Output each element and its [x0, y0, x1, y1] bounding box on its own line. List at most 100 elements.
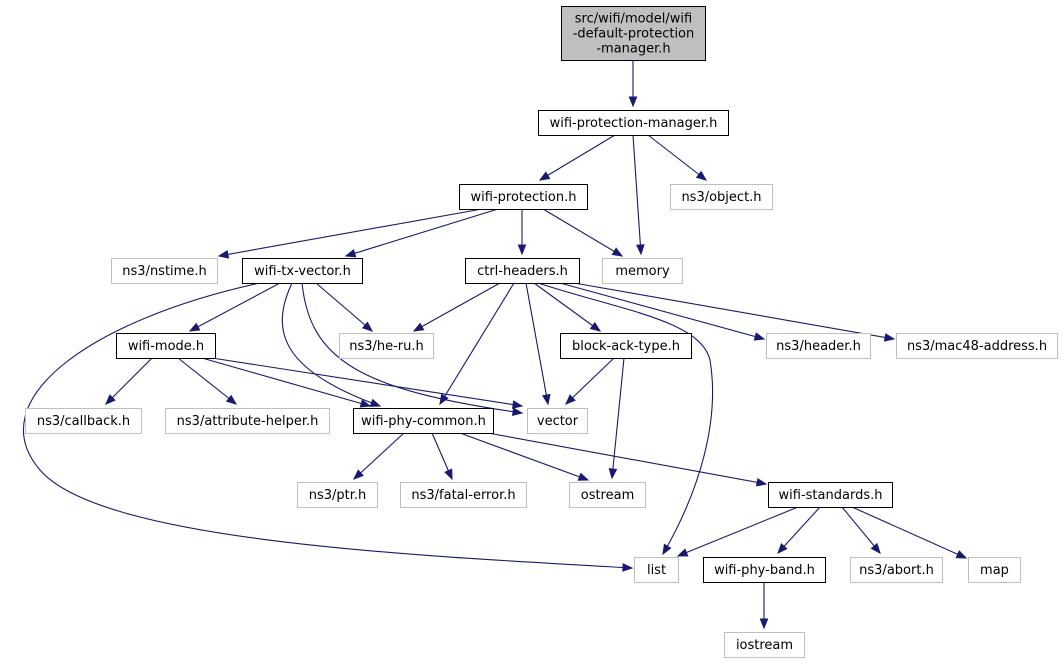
arrowhead-icon: [577, 472, 590, 481]
node-box: [353, 408, 494, 434]
node-label: wifi-tx-vector.h: [254, 264, 351, 279]
edge-wpm-to-memory: [632, 134, 645, 256]
node-phycommon[interactable]: wifi-phy-common.h: [353, 408, 494, 434]
edge-standards-to-abort: [841, 506, 881, 555]
edge-mode-to-vector: [211, 357, 524, 409]
edge-phycommon-to-ostream: [459, 432, 590, 481]
node-box: [850, 557, 943, 583]
edge-root-to-wpm: [628, 60, 638, 108]
node-label: wifi-phy-common.h: [361, 414, 486, 429]
node-fatal: ns3/fatal-error.h: [400, 482, 527, 508]
edge-standards-to-map: [851, 506, 968, 559]
node-box: [602, 258, 683, 284]
node-object: ns3/object.h: [670, 184, 773, 210]
node-label: ctrl-headers.h: [477, 264, 568, 279]
edge-wp-to-txvec: [344, 208, 499, 258]
arrowhead-icon: [608, 468, 618, 480]
node-box: [968, 557, 1021, 583]
arrowhead-icon: [955, 550, 968, 559]
node-root[interactable]: src/wifi/model/wifi-default-protection-m…: [561, 6, 706, 61]
node-label: iostream: [736, 638, 793, 653]
node-wp[interactable]: wifi-protection.h: [459, 184, 588, 210]
arrowhead-icon: [628, 96, 638, 108]
arrowhead-icon: [439, 393, 449, 406]
arrowhead-icon: [753, 332, 766, 341]
edge-wp-to-memory: [542, 208, 624, 257]
node-txvec[interactable]: wifi-tx-vector.h: [242, 258, 363, 284]
node-label: ns3/fatal-error.h: [411, 488, 515, 503]
node-label: map: [980, 563, 1009, 578]
node-label: ns3/abort.h: [859, 563, 934, 578]
edge-mode-to-callback: [105, 357, 153, 405]
node-bat[interactable]: block-ack-type.h: [560, 333, 692, 359]
edge-ctrl-to-heru: [412, 282, 501, 332]
node-label: wifi-mode.h: [128, 339, 204, 354]
node-box: [569, 482, 646, 508]
arrowhead-icon: [565, 394, 576, 405]
node-ctrl[interactable]: ctrl-headers.h: [465, 258, 580, 284]
arrowhead-icon: [217, 250, 230, 259]
arrowhead-icon: [225, 394, 238, 405]
node-label: ns3/he-ru.h: [349, 339, 424, 354]
arrowhead-icon: [517, 244, 527, 256]
arrowhead-icon: [695, 170, 708, 181]
arrowhead-icon: [676, 548, 689, 557]
node-label: wifi-protection-manager.h: [550, 116, 718, 131]
node-abort: ns3/abort.h: [850, 557, 943, 583]
edge-phycommon-to-fatal: [431, 432, 453, 481]
edge-ctrl-to-list: [537, 282, 714, 556]
node-box: [527, 408, 588, 434]
edge-wpm-to-wp: [538, 134, 616, 181]
node-standards[interactable]: wifi-standards.h: [768, 482, 893, 508]
edge-txvec-to-vector: [301, 282, 524, 416]
node-label: -manager.h: [596, 42, 670, 57]
node-map: map: [968, 557, 1021, 583]
node-box: [465, 258, 580, 284]
arrowhead-icon: [359, 399, 372, 408]
arrowhead-icon: [870, 542, 881, 555]
node-header: ns3/header.h: [766, 333, 871, 359]
arrowhead-icon: [344, 249, 357, 258]
node-label: list: [647, 563, 666, 578]
node-label: wifi-standards.h: [779, 488, 883, 503]
arrowhead-icon: [662, 543, 672, 556]
edge-phycommon-to-standards: [487, 432, 768, 487]
edge-bat-to-ostream: [608, 357, 625, 480]
node-label: src/wifi/model/wifi: [575, 12, 692, 27]
node-mode[interactable]: wifi-mode.h: [116, 333, 216, 359]
arrowhead-icon: [353, 469, 364, 480]
node-wpm[interactable]: wifi-protection-manager.h: [538, 110, 729, 136]
node-label: block-ack-type.h: [572, 339, 680, 354]
node-attr: ns3/attribute-helper.h: [165, 408, 330, 434]
arrowhead-icon: [412, 322, 425, 332]
edge-txvec-to-heru: [315, 282, 374, 332]
edge-ctrl-to-bat: [533, 282, 602, 332]
node-box: [165, 408, 330, 434]
graph-edges: [22, 60, 968, 630]
edge-txvec-to-list: [22, 282, 634, 572]
arrowhead-icon: [511, 400, 524, 409]
node-heru: ns3/he-ru.h: [339, 333, 434, 359]
node-box: [400, 482, 527, 508]
node-label: -default-protection: [573, 27, 695, 42]
edge-bat-to-vector: [565, 357, 615, 405]
arrowhead-icon: [444, 468, 453, 481]
node-box: [111, 258, 218, 284]
edge-ctrl-to-vector: [525, 282, 551, 406]
edge-standards-to-list: [676, 506, 799, 557]
node-band[interactable]: wifi-phy-band.h: [703, 557, 826, 583]
node-label: ns3/callback.h: [37, 414, 130, 429]
arrowhead-icon: [188, 322, 201, 332]
arrowhead-icon: [511, 407, 524, 416]
node-list: list: [634, 557, 679, 583]
node-ptr: ns3/ptr.h: [297, 482, 378, 508]
node-box: [561, 6, 706, 61]
node-label: ns3/attribute-helper.h: [177, 414, 319, 429]
node-box: [25, 408, 142, 434]
node-label: memory: [615, 264, 670, 279]
node-box: [242, 258, 363, 284]
arrowhead-icon: [777, 543, 788, 554]
node-box: [116, 333, 216, 359]
node-box: [670, 184, 773, 210]
